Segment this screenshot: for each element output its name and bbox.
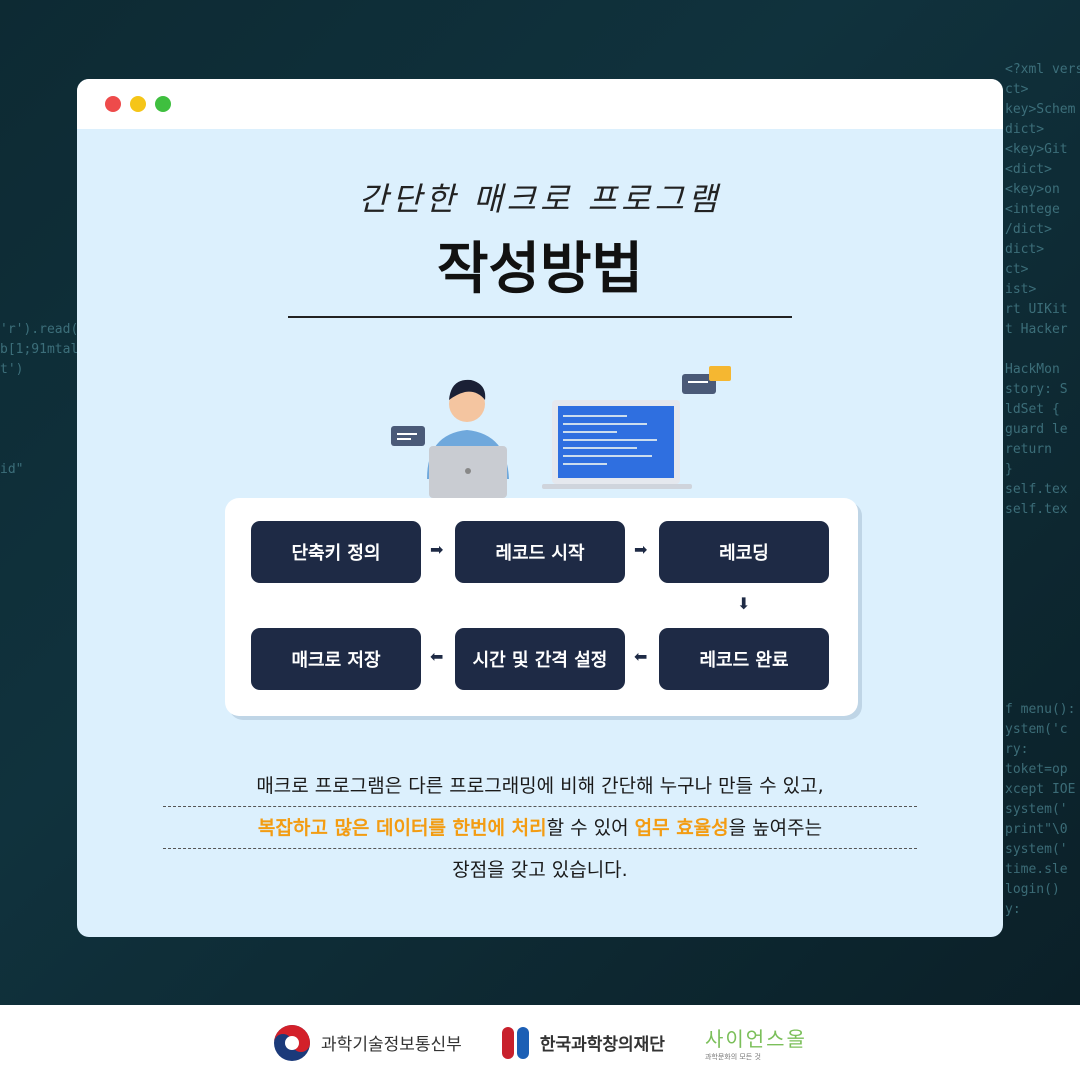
step-time-interval: 시간 및 간격 설정	[455, 628, 625, 690]
window-titlebar	[77, 79, 1003, 129]
logo-msit: 과학기술정보통신부	[273, 1024, 462, 1062]
text: 을 높여주는	[728, 817, 823, 839]
kofac-icon	[501, 1026, 529, 1059]
logo-text: 과학기술정보통신부	[321, 1035, 462, 1055]
arrow-left-icon: ⬅	[430, 647, 444, 666]
browser-window: 간단한 매크로 프로그램 작성방법 단축키 정의 ➡ 레코드 시작 ➡ 레코딩 …	[77, 79, 1003, 937]
close-dot-icon	[105, 96, 121, 112]
description: 매크로 프로그램은 다른 프로그래밍에 비해 간단해 누구나 만들 수 있고, …	[163, 765, 917, 891]
step-macro-save: 매크로 저장	[251, 628, 421, 690]
description-line-3: 장점을 갖고 있습니다.	[452, 859, 628, 881]
logo-tagline: 과학문화의 모든 것	[704, 1053, 761, 1061]
title-divider	[288, 316, 792, 318]
logo-kofac: 한국과학창의재단	[501, 1026, 665, 1059]
page-subtitle: 간단한 매크로 프로그램	[358, 180, 722, 218]
logo-text: 한국과학창의재단	[539, 1035, 665, 1055]
step-record-complete: 레코드 완료	[659, 628, 829, 690]
step-record-start: 레코드 시작	[455, 521, 625, 583]
description-line-1: 매크로 프로그램은 다른 프로그래밍에 비해 간단해 누구나 만들 수 있고,	[163, 765, 917, 807]
code-left: 'r').read( b[1;91mtal t') id"	[0, 322, 79, 477]
arrow-right-icon: ➡	[634, 540, 648, 559]
page-title: 작성방법	[436, 237, 644, 302]
logo-text: 사이언스올	[704, 1027, 807, 1051]
highlight-text: 업무 효율성	[634, 817, 729, 839]
code-right: <?xml vers ct> key>Schem dict> <key>Git …	[1005, 62, 1080, 917]
step-shortcut-define: 단축키 정의	[251, 521, 421, 583]
minimize-dot-icon	[130, 96, 146, 112]
maximize-dot-icon	[155, 96, 171, 112]
macro-steps-panel: 단축키 정의 ➡ 레코드 시작 ➡ 레코딩 ⬇ 레코드 완료 ⬅ 시간 및 간격…	[225, 498, 858, 716]
arrow-down-icon: ⬇	[737, 594, 751, 613]
description-line-2: 복잡하고 많은 데이터를 한번에 처리할 수 있어 업무 효율성을 높여주는	[163, 807, 917, 849]
arrow-right-icon: ➡	[430, 540, 444, 559]
taegeuk-icon	[274, 1024, 311, 1061]
footer-logos: 과학기술정보통신부 한국과학창의재단 사이언스올 과학문화의 모든 것	[0, 1005, 1080, 1080]
text: 할 수 있어	[546, 817, 635, 839]
arrow-left-icon: ⬅	[634, 647, 648, 666]
illustration-person-laptop-icon	[391, 366, 731, 498]
logo-scienceall: 사이언스올 과학문화의 모든 것	[705, 1023, 807, 1062]
highlight-text: 복잡하고 많은 데이터를 한번에 처리	[257, 817, 547, 839]
step-recording: 레코딩	[659, 521, 829, 583]
